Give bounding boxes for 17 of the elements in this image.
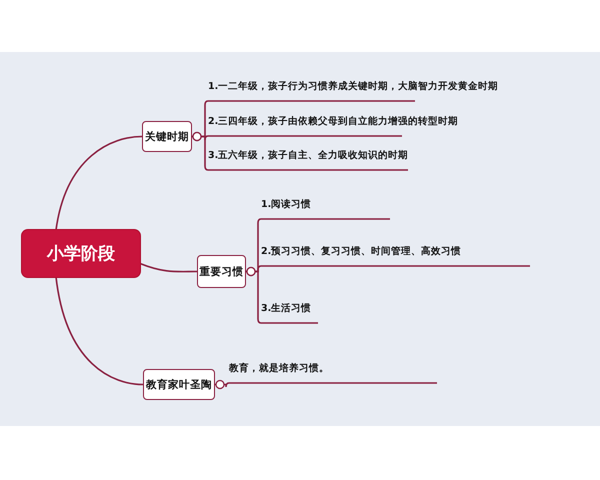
branch-text: 3.生活习惯 [261, 302, 312, 323]
connector-line [215, 380, 230, 390]
connector-line [192, 132, 208, 171]
connector-line [246, 266, 262, 324]
branch-text: 3.五六年级，孩子自主、全力吸收知识的时期 [208, 149, 408, 170]
central-topic-box: 小学阶段 [22, 230, 140, 277]
connector-line [55, 276, 144, 386]
topic-box: 重要习惯 [197, 255, 246, 288]
branch-text: 教育，就是培养习惯。 [229, 362, 329, 383]
branch-text: 2.三四年级，孩子由依赖父母到自立能力增强的转型时期 [208, 115, 458, 136]
topic-box: 教育家叶圣陶 [143, 369, 215, 400]
topic-box: 关键时期 [142, 121, 192, 152]
connector-line [55, 136, 142, 230]
connector-line [140, 262, 197, 272]
branch-text: 1.一二年级，孩子行为习惯养成关键时期，大脑智力开发黄金时期 [208, 80, 498, 101]
branch-text: 1.阅读习惯 [261, 198, 312, 219]
branch-text: 2.预习习惯、复习习惯、时间管理、高效习惯 [261, 245, 462, 266]
